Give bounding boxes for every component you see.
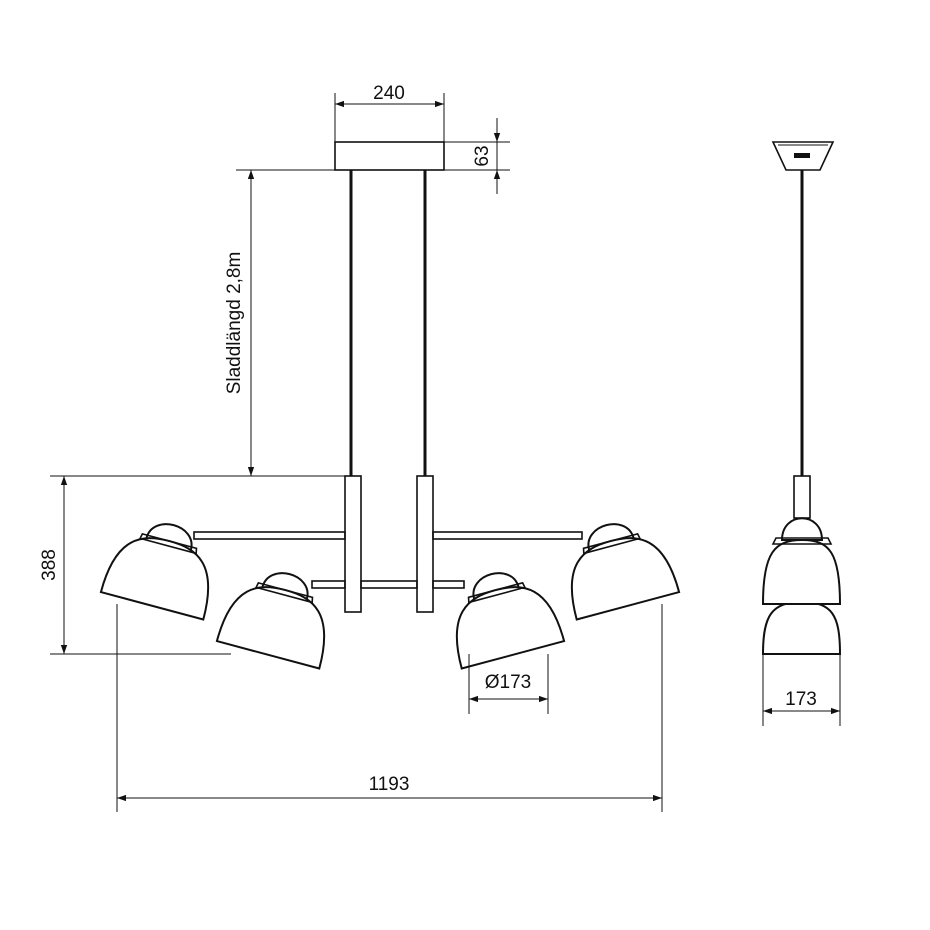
canopy-height-label: 63 (472, 145, 493, 166)
dim-total-width: 1193 (116, 604, 663, 812)
side-canopy-slot (794, 153, 810, 158)
cord-length-label: Sladdlängd 2,8m (224, 252, 245, 395)
side-lamp-front (761, 517, 842, 605)
vertical-body-right (416, 475, 434, 613)
dim-canopy-height: 63 (444, 118, 510, 194)
side-canopy (771, 141, 835, 171)
side-lamp-back (761, 600, 842, 655)
lower-arm-left (311, 580, 346, 589)
dim-side-width: 173 (762, 654, 841, 726)
ceiling-canopy (334, 141, 445, 171)
lamp-inner-right (455, 572, 566, 670)
shade-diameter-label: Ø173 (485, 672, 531, 693)
side-body (793, 475, 811, 519)
dim-cord-length: Sladdlängd 2,8m (224, 169, 345, 477)
canopy-width-label: 240 (373, 83, 405, 104)
upper-arm-right (432, 531, 583, 540)
total-height-label: 388 (39, 549, 60, 581)
lamp-outer-right (570, 523, 681, 621)
side-view (761, 141, 842, 655)
lamp-outer-left (99, 523, 210, 621)
dim-total-height: 388 (39, 475, 345, 655)
front-view (99, 141, 681, 670)
connector-bar (360, 580, 418, 589)
upper-arm-left (193, 531, 346, 540)
dim-shade-diameter: Ø173 (468, 654, 549, 714)
side-width-label: 173 (785, 689, 817, 710)
total-width-label: 1193 (369, 774, 410, 795)
lower-arm-right (432, 580, 465, 589)
vertical-body-left (344, 475, 362, 613)
lamp-inner-left (215, 572, 326, 670)
dim-canopy-width: 240 (334, 83, 445, 142)
